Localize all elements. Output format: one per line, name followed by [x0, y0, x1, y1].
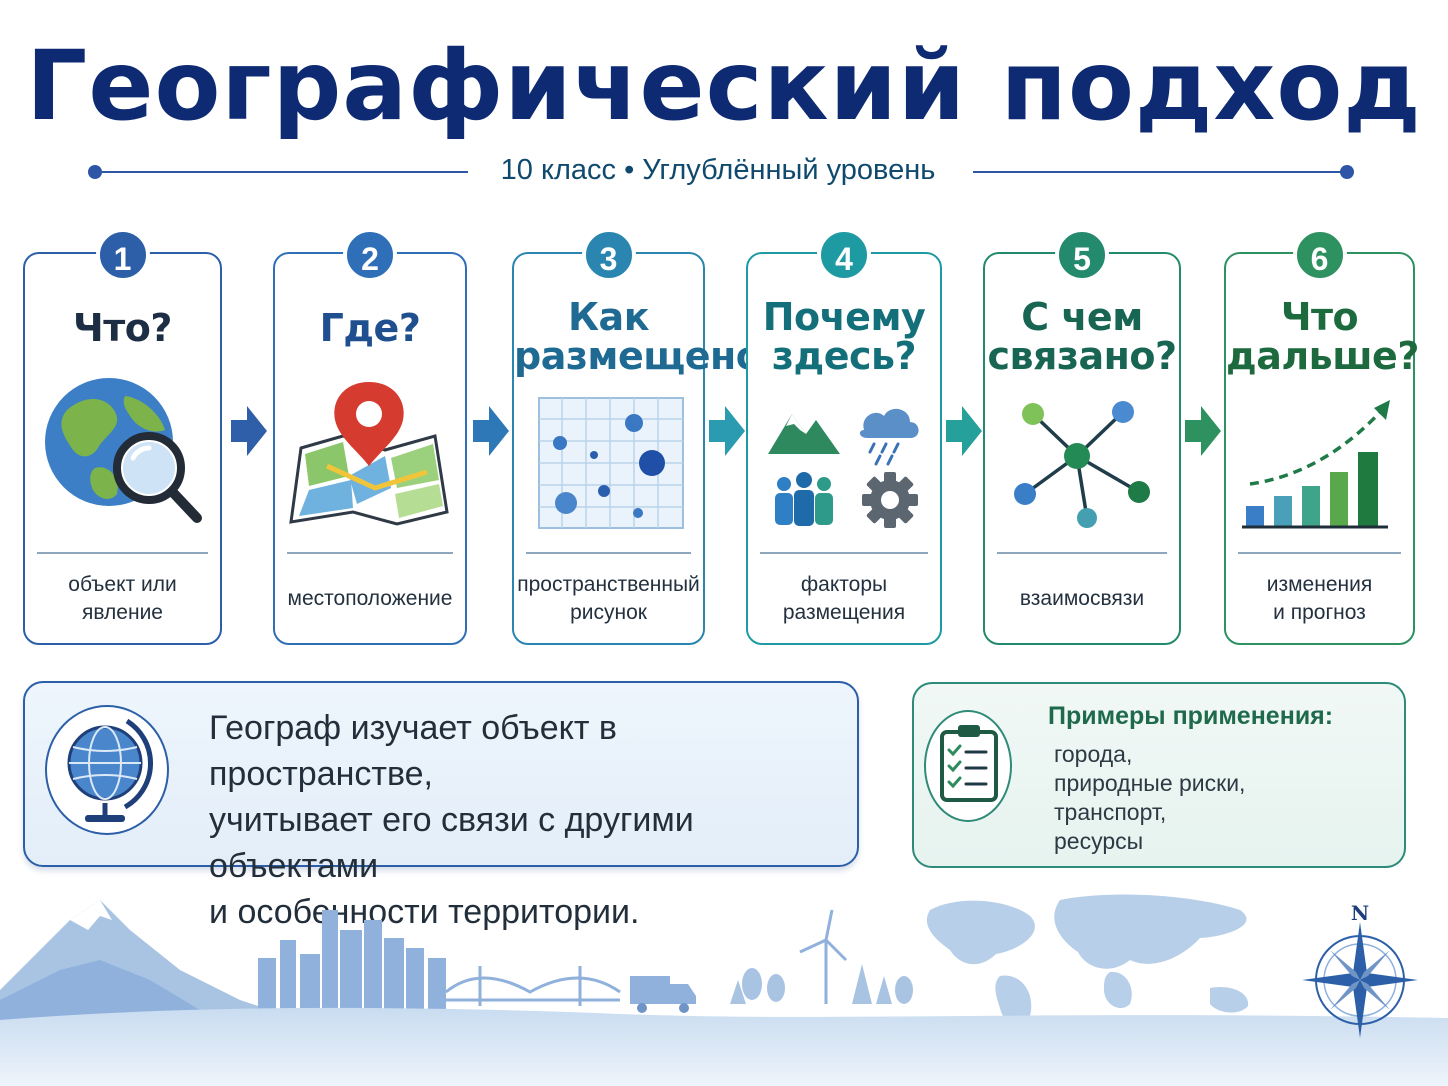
step-badge-6: 6 [1292, 228, 1347, 282]
factors-icon [768, 408, 919, 528]
step-badge-5: 5 [1055, 228, 1109, 282]
page-title: Географический подход [26, 30, 1422, 142]
bridge [445, 966, 621, 1006]
landscape-illustration: N [0, 894, 1448, 1086]
step-divider-6 [1238, 552, 1401, 554]
step-card-2: 2 Где? местоположение [273, 228, 467, 645]
mountain-icon [768, 414, 840, 454]
subtitle-right-line [973, 171, 1343, 173]
step-badge-3: 3 [581, 228, 636, 282]
step-description-3: пространственный рисунок [517, 573, 700, 624]
arrow-right-icon [1185, 406, 1221, 456]
subtitle-left-line [102, 171, 468, 173]
examples-title: Примеры применения: [1048, 702, 1334, 730]
people-icon [775, 472, 833, 526]
clipboard-frame [924, 710, 1012, 822]
step-description-6: изменения и прогноз [1266, 573, 1373, 624]
dot-grid-icon [538, 397, 684, 529]
subtitle: 10 класс • Углублённый уровень [500, 154, 936, 186]
mountains [0, 900, 300, 1020]
globe-frame [45, 705, 169, 835]
network-icon [1014, 401, 1150, 528]
growth-chart-icon [1242, 400, 1390, 529]
arrow-right-icon [946, 406, 982, 456]
step-title-2: Где? [319, 306, 421, 350]
examples-list: города, природные риски, транспорт, ресу… [1054, 740, 1245, 856]
globe-magnifier-icon [45, 378, 202, 523]
step-description-5: взаимосвязи [1019, 587, 1145, 610]
water [0, 1007, 1448, 1086]
wind-turbine-icon [799, 909, 848, 1004]
compass-rose-icon [1302, 922, 1418, 1038]
examples-panel: Примеры применения: города, природные ри… [912, 682, 1406, 868]
info-text: Географ изучает объект в пространстве, у… [209, 709, 694, 931]
step-badge-1: 1 [95, 228, 150, 282]
step-divider-3 [526, 552, 691, 554]
step-divider-4 [760, 552, 928, 554]
step-divider-5 [997, 552, 1167, 554]
desk-globe-icon [67, 718, 153, 822]
arrow-right-icon [709, 406, 745, 456]
truck-icon [630, 976, 696, 1013]
clipboard-checklist-icon [940, 725, 998, 802]
arrow-right-icon [473, 406, 509, 456]
step-description-2: местоположение [287, 587, 453, 610]
rain-cloud-icon [859, 408, 919, 466]
step-divider-2 [287, 552, 453, 554]
step-card-1: 1 Что? объект или явление [23, 228, 222, 645]
step-badge-4: 4 [817, 228, 871, 282]
arrow-right-icon [231, 406, 267, 456]
gear-icon [862, 472, 918, 528]
step-title-1: Что? [73, 306, 172, 350]
step-description-1: объект или явление [68, 573, 177, 624]
compass-north-label: N [1351, 901, 1369, 925]
trees [730, 964, 913, 1004]
world-map [926, 894, 1249, 1026]
example-item: природные риски, [1054, 770, 1246, 796]
subtitle-right-dot [1340, 165, 1354, 179]
example-item: города, [1054, 741, 1133, 767]
info-panel: Географ изучает объект в пространстве, у… [23, 681, 859, 931]
example-item: ресурсы [1054, 828, 1144, 854]
step-description-4: факторы размещения [782, 573, 906, 624]
example-item: транспорт, [1054, 799, 1167, 825]
city-skyline [258, 910, 446, 1016]
step-badge-2: 2 [343, 228, 397, 282]
subtitle-row: 10 класс • Углублённый уровень [88, 152, 1360, 192]
step-divider-1 [37, 552, 208, 554]
map-pin-icon [289, 382, 449, 526]
subtitle-left-dot [88, 165, 102, 179]
